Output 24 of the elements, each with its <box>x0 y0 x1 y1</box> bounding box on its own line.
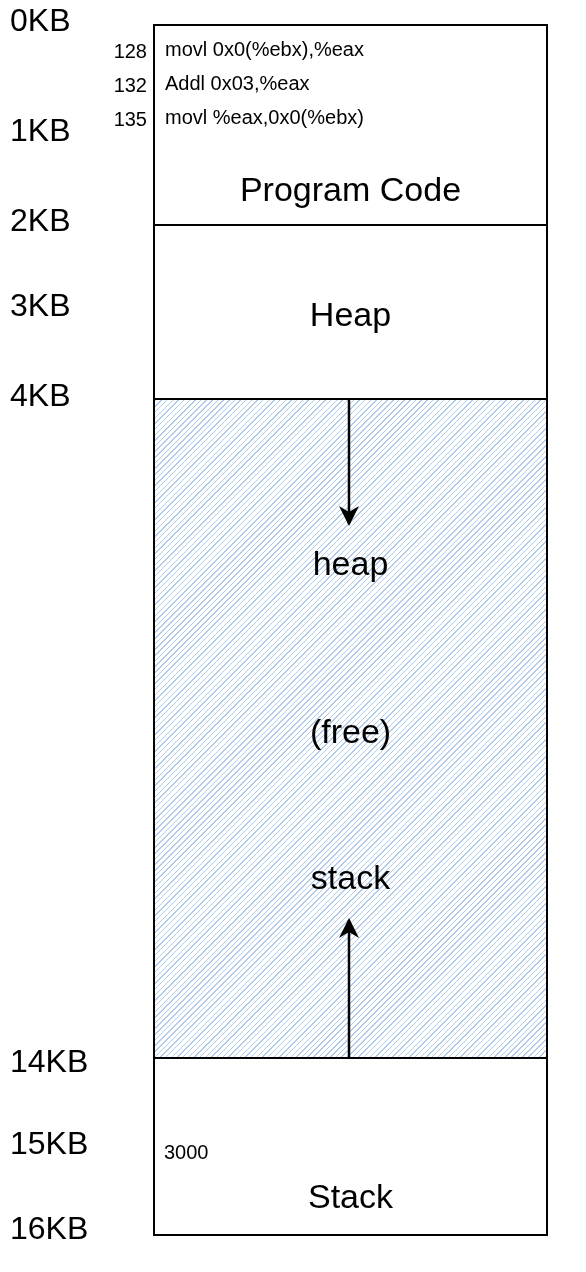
address-label: 2KB <box>10 202 71 238</box>
heap-segment <box>153 224 548 400</box>
address-label: 0KB <box>10 2 71 38</box>
free-region <box>153 398 548 1059</box>
address-label: 1KB <box>10 112 71 148</box>
segment-title: Program Code <box>239 170 462 210</box>
address-label: 15KB <box>10 1125 89 1161</box>
region-label: heap <box>312 544 389 584</box>
stack-segment <box>153 1057 548 1236</box>
address-label: 4KB <box>10 377 71 413</box>
region-label: stack <box>310 858 391 898</box>
address-label: 16KB <box>10 1210 89 1246</box>
address-label: 14KB <box>10 1043 89 1079</box>
region-label: (free) <box>309 712 392 752</box>
address-label: 3000 <box>164 1141 209 1164</box>
line-number: 135 <box>113 108 147 131</box>
line-number: 128 <box>113 40 147 63</box>
segment-title: Heap <box>309 295 392 335</box>
code-line: movl 0x0(%ebx),%eax <box>165 38 364 61</box>
code-line: Addl 0x03,%eax <box>165 72 310 95</box>
line-number: 132 <box>113 74 147 97</box>
address-label: 3KB <box>10 287 71 323</box>
code-line: movl %eax,0x0(%ebx) <box>165 106 364 129</box>
segment-title: Stack <box>308 1177 393 1217</box>
